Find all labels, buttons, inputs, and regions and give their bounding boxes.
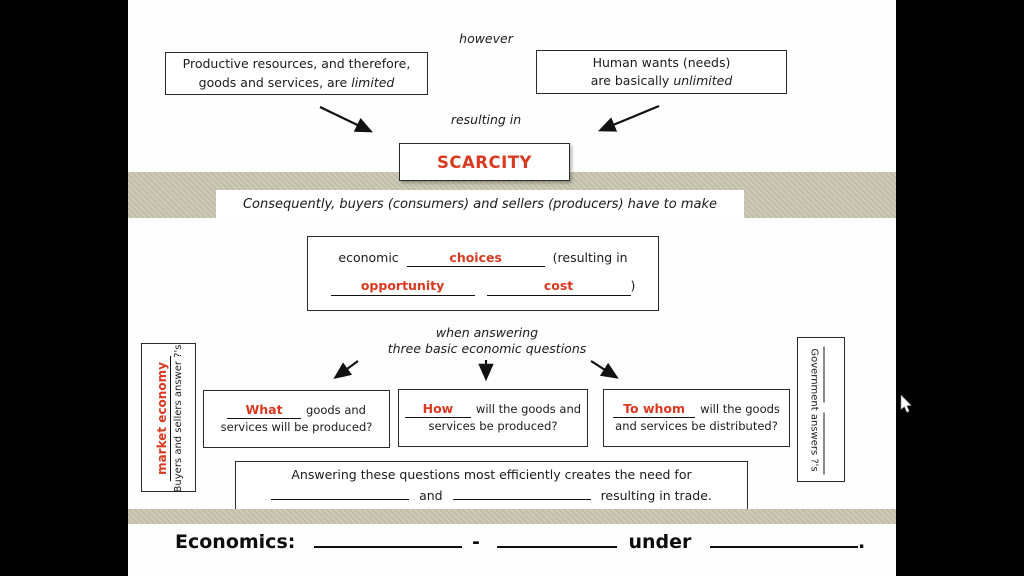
blank-cost: cost [486,279,631,296]
limited-emphasis: limited [351,74,395,90]
blank-how: How [404,401,471,419]
box-productive-resources: Productive resources, and therefore, goo… [165,52,428,95]
scarcity-box: SCARCITY [399,143,570,181]
blank-line [710,531,859,548]
arrow-limited-to-scarcity [319,106,373,133]
arrow-to-what-box [333,360,359,379]
period: . [858,531,866,553]
arrow-unlimited-to-scarcity [597,104,660,132]
market-economy-caption: Buyers and sellers answer ?'s [173,344,184,493]
economics-label: Economics: [175,531,296,553]
choices-line1: economic choices (resulting in [308,250,658,268]
slide-canvas: however Productive resources, and theref… [128,0,896,576]
economics-definition-line: Economics: - under . [175,531,865,553]
arrow-to-whom-box [590,360,619,379]
box-wants-line2: are basically unlimited [590,73,733,88]
mouse-cursor-icon [900,395,912,413]
government-box: Government answers ?'s [797,337,845,482]
blank-to-whom: To whom [613,401,696,419]
box-productive-line2: goods and services, are limited [198,74,395,90]
blank-what: What [227,402,302,420]
blank-line [452,485,591,500]
choices-line2: opportunity cost) [308,278,658,296]
box-wants-line1: Human wants (needs) [592,54,731,70]
consequently-banner: Consequently, buyers (consumers) and sel… [216,190,744,219]
box-productive-line1: Productive resources, and therefore, [182,56,411,72]
box-human-wants: Human wants (needs) are basically unlimi… [536,50,787,94]
statement-box: Answering these questions most efficient… [235,461,748,511]
blank-line [824,346,836,402]
label-resulting-in: resulting in [450,112,522,127]
blank-choices: choices [406,250,545,268]
tan-band-bottom [128,509,896,524]
government-caption: Government answers ?'s [809,348,820,472]
market-economy-box: market economy Buyers and sellers answer… [141,343,196,492]
statement-line1: Answering these questions most efficient… [291,467,692,483]
under-label: under [628,531,692,553]
market-economy-answer: market economy [155,356,171,481]
blank-line [313,531,462,548]
blank-line [496,531,617,548]
government-box-blanks [824,346,836,474]
when-answering-label: when answering three basic economic ques… [387,325,587,356]
blank-opportunity: opportunity [330,279,475,296]
economic-choices-box: economic choices (resulting in opportuni… [307,236,659,311]
blank-line [824,412,836,474]
statement-line2: and resulting in trade. [236,485,747,506]
label-however: however [459,31,513,46]
unlimited-emphasis: unlimited [673,73,733,88]
dash: - [471,531,480,553]
blank-line [271,485,410,500]
